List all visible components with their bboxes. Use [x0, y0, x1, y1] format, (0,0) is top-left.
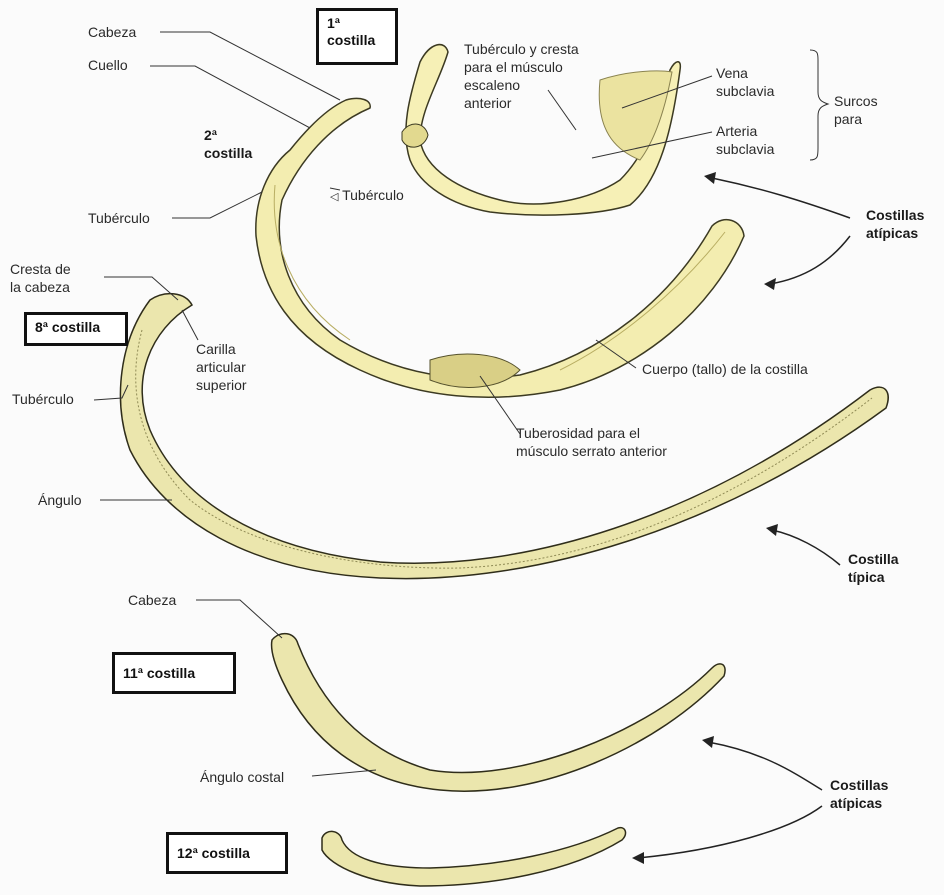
label-arteria: Arteria subclavia — [716, 122, 774, 158]
arrow-atipicas-bottom-1 — [708, 742, 822, 790]
label-cuerpo: Cuerpo (tallo) de la costilla — [642, 360, 808, 378]
label-cresta-cabeza-line2: la cabeza — [10, 278, 71, 296]
tuberculo-rib1-marker-icon: ◁ — [330, 191, 338, 203]
label-atipicas-top-line1: Costillas — [866, 206, 924, 224]
arrow-tipica — [772, 530, 840, 565]
arrowhead-2 — [764, 278, 776, 290]
arrow-atipicas-bottom-2 — [638, 806, 822, 858]
label-atipicas-top: Costillas atípicas — [866, 206, 924, 242]
label-rib-2-line2: costilla — [204, 144, 252, 162]
arrow-atipicas-top-1 — [712, 178, 850, 218]
label-tuberosidad-line2: músculo serrato anterior — [516, 442, 667, 460]
label-atipicas-bottom-line1: Costillas — [830, 776, 888, 794]
label-cabeza-rib11: Cabeza — [128, 591, 176, 609]
arrowhead-5 — [632, 852, 644, 864]
label-tuberosidad: Tuberosidad para el músculo serrato ante… — [516, 424, 667, 460]
arrowhead-3 — [766, 524, 778, 536]
label-tuberculo-cresta: Tubérculo y cresta para el músculo escal… — [464, 40, 579, 112]
rib-2-shape — [256, 98, 744, 397]
label-tuberculo-rib1-text: Tubérculo — [342, 187, 404, 203]
label-tipica-line1: Costilla — [848, 550, 899, 568]
label-tuberculo-cresta-line3: escaleno — [464, 76, 579, 94]
label-carilla-line1: Carilla — [196, 340, 247, 358]
label-rib-2-line1: 2ª — [204, 126, 252, 144]
label-angulo: Ángulo — [38, 491, 82, 509]
label-surcos: Surcos para — [834, 92, 878, 128]
leader-cabeza-rib11 — [196, 600, 282, 638]
arrowhead-1 — [704, 172, 716, 184]
rib-12-box: 12ª costilla — [166, 832, 288, 874]
label-vena-line1: Vena — [716, 64, 774, 82]
leader-tuberculo-rib2 — [172, 192, 262, 218]
label-vena: Vena subclavia — [716, 64, 774, 100]
label-cuello: Cuello — [88, 56, 128, 74]
rib-8-shape — [120, 294, 888, 579]
rib-11-shape — [272, 634, 726, 792]
leader-angulo-costal — [312, 770, 376, 776]
rib-1-box: 1ª costilla — [316, 8, 398, 65]
label-arteria-line1: Arteria — [716, 122, 774, 140]
label-tipica-line2: típica — [848, 568, 899, 586]
label-atipicas-top-line2: atípicas — [866, 224, 924, 242]
label-tuberculo-rib8: Tubérculo — [12, 390, 74, 408]
label-tuberosidad-line1: Tuberosidad para el — [516, 424, 667, 442]
label-tuberculo-cresta-line1: Tubérculo y cresta — [464, 40, 579, 58]
leader-cuello — [150, 66, 310, 128]
label-tipica: Costilla típica — [848, 550, 899, 586]
label-carilla-line2: articular — [196, 358, 247, 376]
label-tuberculo-rib1: ◁ Tubérculo — [330, 186, 404, 206]
label-atipicas-bottom-line2: atípicas — [830, 794, 888, 812]
label-cabeza-top: Cabeza — [88, 23, 136, 41]
label-cresta-cabeza: Cresta de la cabeza — [10, 260, 71, 296]
label-tuberculo-cresta-line4: anterior — [464, 94, 579, 112]
label-cresta-cabeza-line1: Cresta de — [10, 260, 71, 278]
rib-1-box-line2: costilla — [327, 32, 387, 49]
rib-1-box-line1: 1ª — [327, 15, 387, 32]
rib-8-box-text: 8ª costilla — [35, 319, 100, 335]
rib-11-box-text: 11ª costilla — [123, 665, 195, 681]
rib-1-tubercle — [402, 124, 428, 147]
rib-12-box-text: 12ª costilla — [177, 845, 250, 861]
label-carilla-line3: superior — [196, 376, 247, 394]
arrowhead-4 — [702, 736, 714, 748]
leader-carilla — [182, 310, 198, 340]
label-atipicas-bottom: Costillas atípicas — [830, 776, 888, 812]
label-carilla: Carilla articular superior — [196, 340, 247, 394]
label-surcos-line2: para — [834, 110, 878, 128]
rib-11-box: 11ª costilla — [112, 652, 236, 694]
label-angulo-costal: Ángulo costal — [200, 768, 284, 786]
label-arteria-line2: subclavia — [716, 140, 774, 158]
label-tuberculo-rib2: Tubérculo — [88, 209, 150, 227]
label-vena-line2: subclavia — [716, 82, 774, 100]
rib-12-shape — [322, 828, 625, 886]
label-tuberculo-cresta-line2: para el músculo — [464, 58, 579, 76]
rib-8-box: 8ª costilla — [24, 312, 128, 346]
label-rib-2: 2ª costilla — [204, 126, 252, 162]
surcos-bracket — [810, 50, 828, 160]
label-surcos-line1: Surcos — [834, 92, 878, 110]
arrow-atipicas-top-2 — [770, 236, 850, 284]
